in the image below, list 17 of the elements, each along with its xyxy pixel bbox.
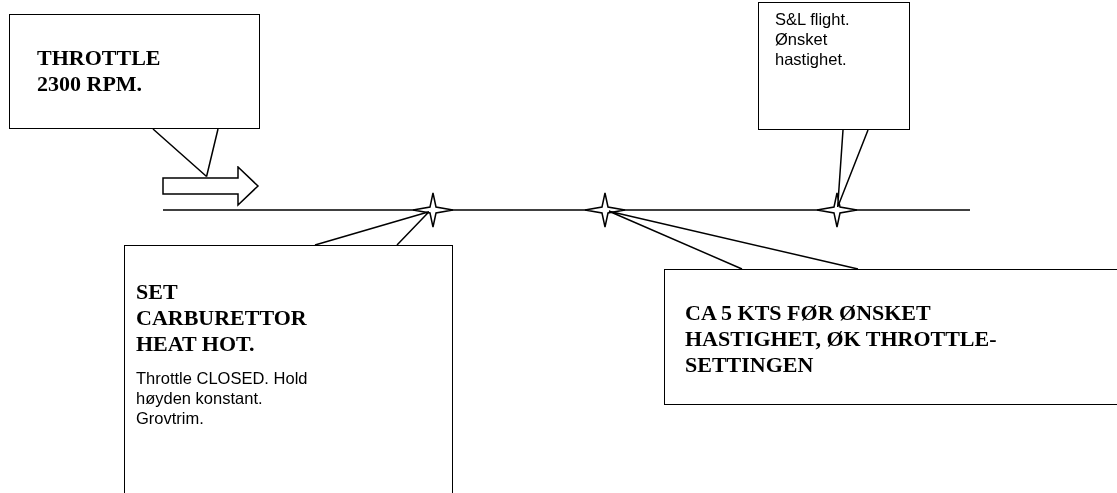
callout-pointer bbox=[314, 211, 430, 246]
callout-heading: THROTTLE 2300 RPM. bbox=[37, 45, 162, 97]
star-marker bbox=[412, 192, 454, 228]
callout-heading: SET CARBURETTOR HEAT HOT. bbox=[136, 279, 306, 357]
callout-text: Throttle CLOSED. Hold høyden konstant. Grovtrim. bbox=[136, 368, 309, 428]
callout-box bbox=[9, 14, 260, 129]
star-marker bbox=[816, 192, 858, 228]
callout-box bbox=[124, 245, 453, 493]
star-marker bbox=[584, 192, 626, 228]
callout-box bbox=[758, 2, 910, 130]
callout-box bbox=[664, 269, 1117, 405]
callout-pointer bbox=[608, 210, 859, 270]
callout-heading: CA 5 KTS FØR ØNSKET HASTIGHET, ØK THROTTLE-SETTINGEN bbox=[685, 300, 998, 378]
callout-text: S&L flight. Ønsket hastighet. bbox=[775, 9, 851, 69]
callout-pointer bbox=[836, 129, 869, 208]
callout-pointer bbox=[152, 128, 219, 178]
block-arrow-icon bbox=[162, 166, 260, 207]
